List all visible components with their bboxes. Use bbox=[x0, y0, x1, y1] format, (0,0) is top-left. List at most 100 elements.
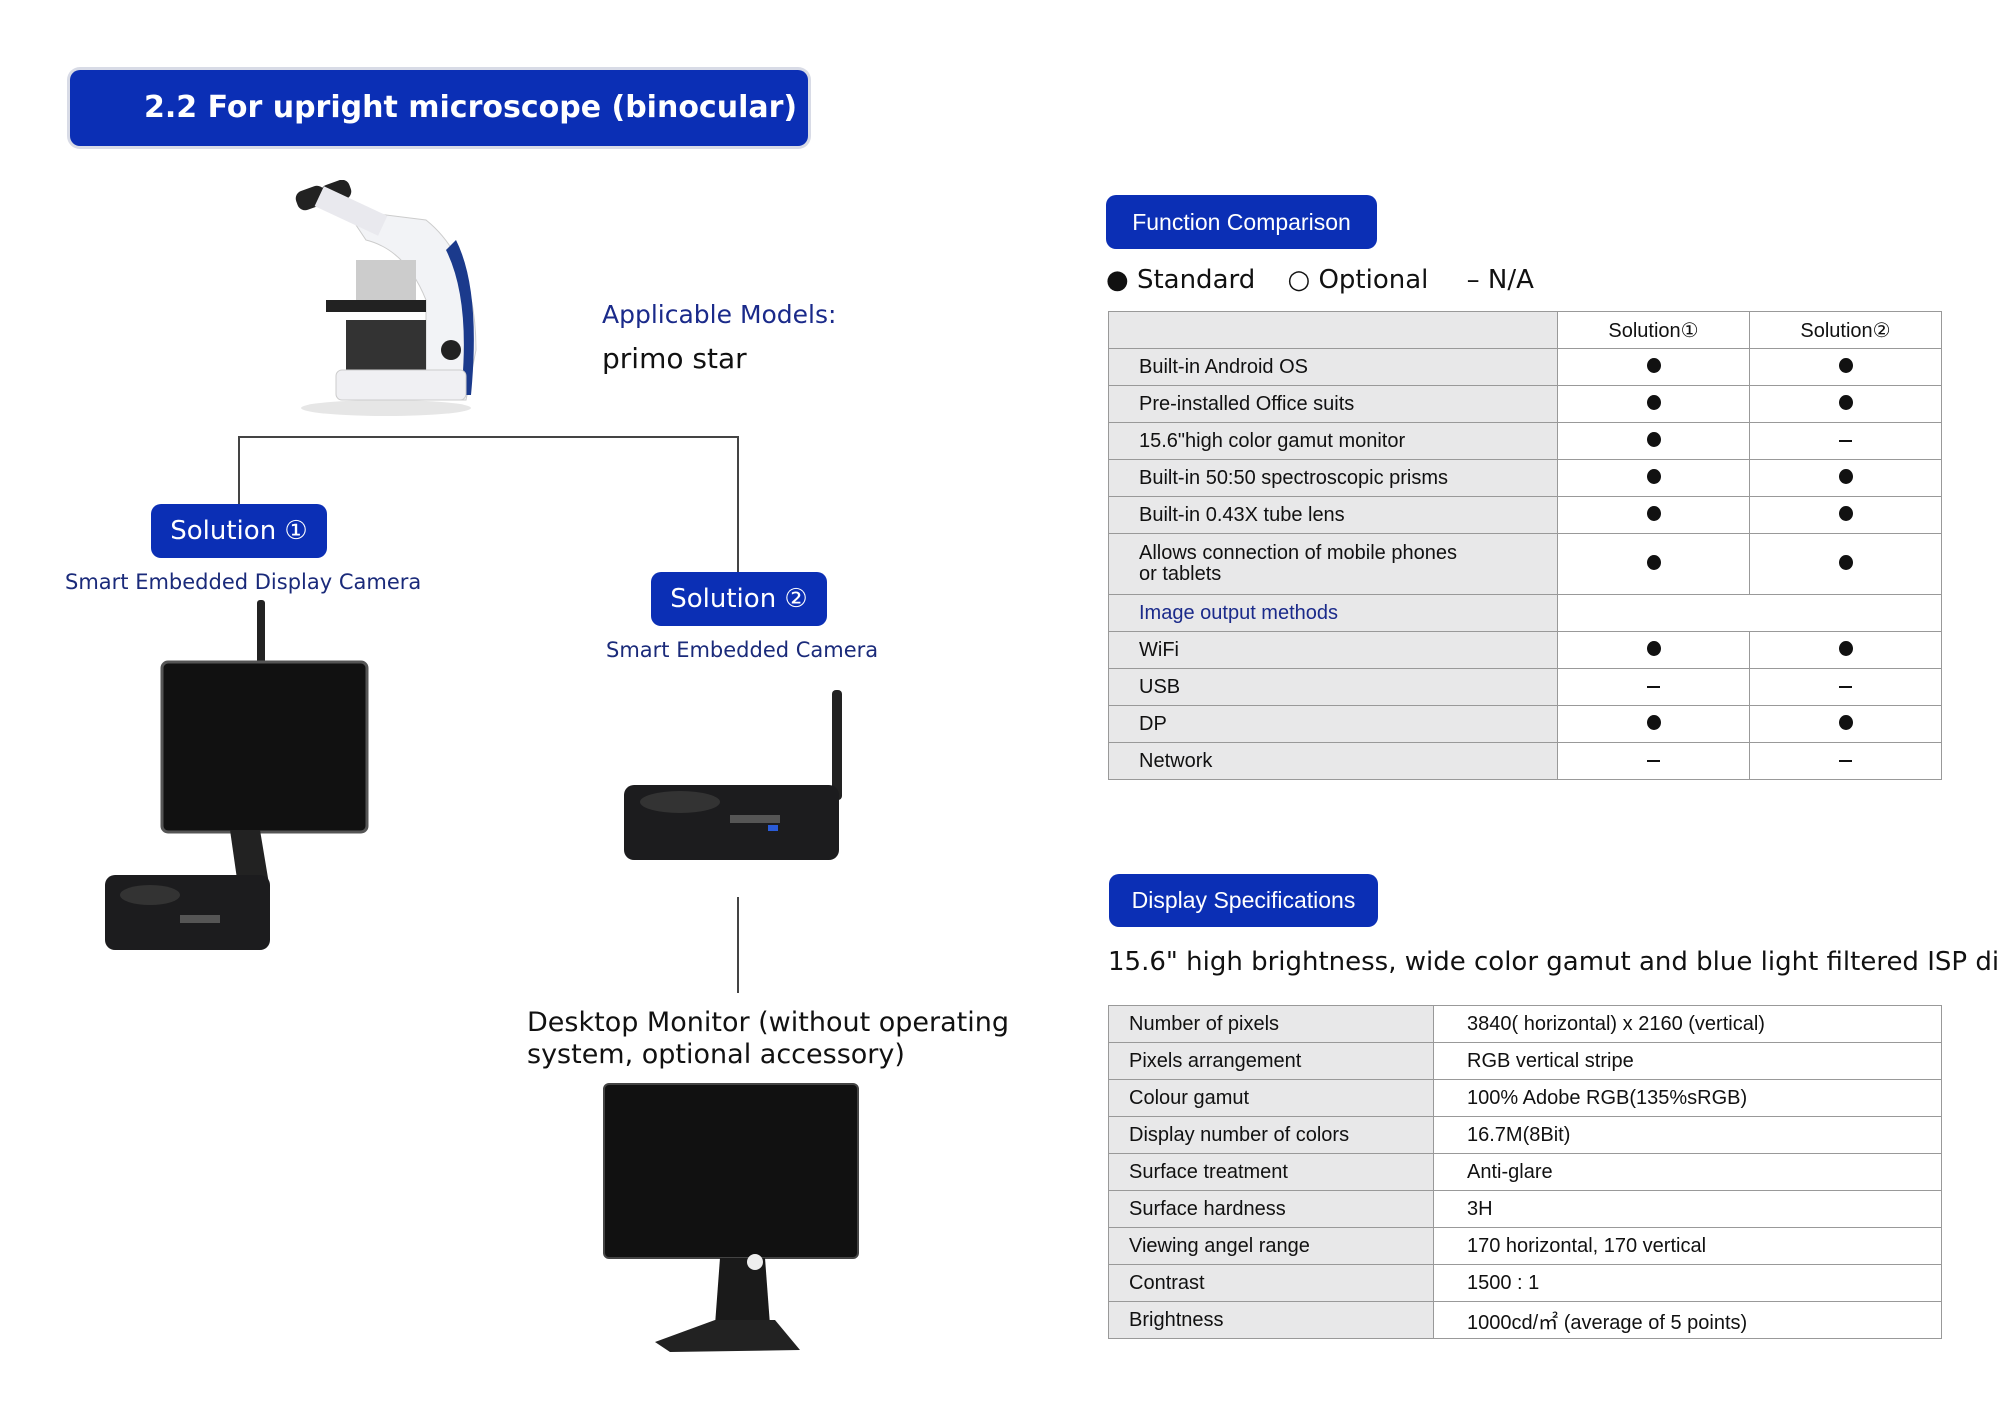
standard-dot-icon bbox=[1838, 357, 1853, 373]
status-cell bbox=[1557, 631, 1750, 669]
status-cell bbox=[1557, 533, 1750, 595]
standard-dot-icon bbox=[1646, 468, 1661, 484]
spec-key: Viewing angel range bbox=[1108, 1227, 1434, 1265]
status-cell bbox=[1557, 422, 1750, 460]
desktop-monitor-line1: Desktop Monitor (without operating bbox=[527, 1007, 1010, 1038]
status-cell bbox=[1749, 459, 1942, 497]
display-camera-image bbox=[105, 600, 369, 950]
section-blank bbox=[1557, 594, 1942, 632]
header-blank bbox=[1108, 311, 1558, 349]
function-comparison-title: Function Comparison bbox=[1106, 195, 1377, 249]
desktop-monitor-line2: system, optional accessory) bbox=[527, 1039, 905, 1070]
legend-na: – N/A bbox=[1466, 265, 1534, 295]
desktop-monitor-caption: Desktop Monitor (without operating syste… bbox=[527, 1007, 1009, 1071]
microscope-image bbox=[295, 180, 477, 416]
standard-dot-icon bbox=[1838, 714, 1853, 730]
feature-label: WiFi bbox=[1108, 631, 1558, 669]
column-header: Solution① bbox=[1557, 311, 1750, 349]
status-cell bbox=[1749, 668, 1942, 706]
standard-dot-icon bbox=[1646, 640, 1661, 656]
standard-dot-icon bbox=[1646, 394, 1661, 410]
spec-key: Brightness bbox=[1108, 1301, 1434, 1339]
feature-label: Pre-installed Office suits bbox=[1108, 385, 1558, 423]
spec-value: Anti-glare bbox=[1433, 1153, 1942, 1191]
status-cell bbox=[1749, 422, 1942, 460]
spec-key: Pixels arrangement bbox=[1108, 1042, 1434, 1080]
tree-connector bbox=[737, 897, 739, 993]
status-cell bbox=[1749, 385, 1942, 423]
spec-key: Contrast bbox=[1108, 1264, 1434, 1302]
spec-value: 3840( horizontal) x 2160 (vertical) bbox=[1433, 1005, 1942, 1043]
na-dash-icon bbox=[1647, 686, 1660, 689]
section-row: Image output methods bbox=[1108, 594, 1942, 632]
status-cell bbox=[1749, 496, 1942, 534]
status-cell bbox=[1557, 742, 1750, 780]
status-cell bbox=[1749, 705, 1942, 743]
standard-dot-icon bbox=[1838, 394, 1853, 410]
spec-key: Colour gamut bbox=[1108, 1079, 1434, 1117]
table-row: Pre-installed Office suits bbox=[1108, 385, 1942, 423]
feature-label: 15.6"high color gamut monitor bbox=[1108, 422, 1558, 460]
legend-optional: ○ Optional bbox=[1287, 265, 1429, 295]
spec-value: RGB vertical stripe bbox=[1433, 1042, 1942, 1080]
status-cell bbox=[1557, 496, 1750, 534]
status-cell bbox=[1749, 533, 1942, 595]
standard-dot-icon bbox=[1838, 554, 1853, 570]
table-row: Allows connection of mobile phones or ta… bbox=[1108, 533, 1942, 595]
feature-label: Built-in Android OS bbox=[1108, 348, 1558, 386]
standard-dot-icon bbox=[1838, 640, 1853, 656]
status-cell bbox=[1557, 348, 1750, 386]
status-cell bbox=[1749, 631, 1942, 669]
solution-1-badge: Solution ① bbox=[151, 504, 327, 558]
standard-dot-icon bbox=[1646, 714, 1661, 730]
standard-dot-icon bbox=[1646, 431, 1661, 447]
display-specs-title: Display Specifications bbox=[1109, 874, 1378, 927]
spec-key: Surface treatment bbox=[1108, 1153, 1434, 1191]
spec-value: 1500 : 1 bbox=[1433, 1264, 1942, 1302]
tree-connector bbox=[238, 436, 240, 504]
status-cell bbox=[1557, 385, 1750, 423]
applicable-model-name: primo star bbox=[602, 342, 747, 375]
feature-label: Allows connection of mobile phones or ta… bbox=[1108, 533, 1558, 595]
applicable-models-label: Applicable Models: bbox=[602, 300, 837, 329]
tree-connector bbox=[238, 436, 739, 438]
spec-value: 16.7M(8Bit) bbox=[1433, 1116, 1942, 1154]
feature-label: DP bbox=[1108, 705, 1558, 743]
legend-standard: ● Standard bbox=[1106, 265, 1256, 295]
embedded-camera-image bbox=[624, 690, 842, 860]
spec-key: Surface hardness bbox=[1108, 1190, 1434, 1228]
spec-value: 1000cd/㎡ (average of 5 points) bbox=[1433, 1301, 1942, 1339]
spec-key: Number of pixels bbox=[1108, 1005, 1434, 1043]
solution-2-caption: Smart Embedded Camera bbox=[606, 638, 879, 662]
spec-key: Display number of colors bbox=[1108, 1116, 1434, 1154]
tree-connector bbox=[737, 436, 739, 572]
table-row: Built-in 0.43X tube lens bbox=[1108, 496, 1942, 534]
standard-dot-icon bbox=[1646, 357, 1661, 373]
table-row: 15.6"high color gamut monitor bbox=[1108, 422, 1942, 460]
status-cell bbox=[1557, 668, 1750, 706]
feature-label: Network bbox=[1108, 742, 1558, 780]
solution-1-caption: Smart Embedded Display Camera bbox=[65, 570, 422, 594]
section-label: Image output methods bbox=[1108, 594, 1558, 632]
table-row: Built-in Android OS bbox=[1108, 348, 1942, 386]
status-cell bbox=[1749, 742, 1942, 780]
desktop-monitor-image bbox=[603, 1083, 859, 1352]
feature-label: USB bbox=[1108, 668, 1558, 706]
feature-label: Built-in 50:50 spectroscopic prisms bbox=[1108, 459, 1558, 497]
na-dash-icon bbox=[1839, 760, 1852, 763]
section-title: 2.2 For upright microscope (binocular) bbox=[70, 70, 808, 146]
table-row: Network bbox=[1108, 742, 1942, 780]
table-row: WiFi bbox=[1108, 631, 1942, 669]
standard-dot-icon bbox=[1838, 505, 1853, 521]
display-specs-subtitle: 15.6" high brightness, wide color gamut … bbox=[1108, 947, 2000, 977]
